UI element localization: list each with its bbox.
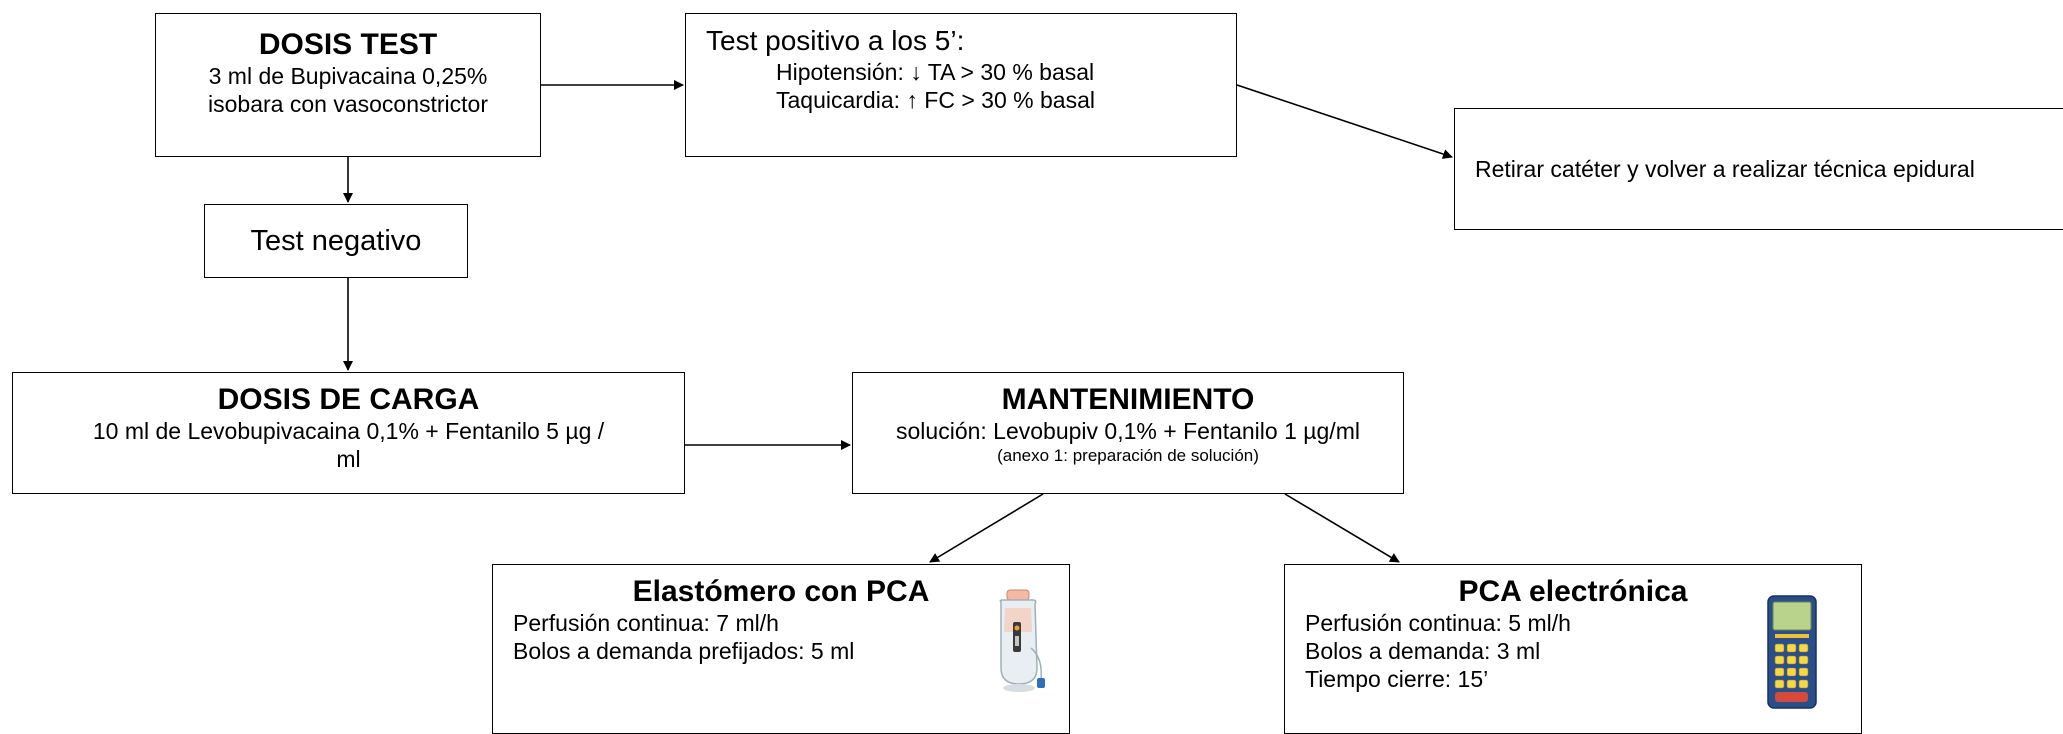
retirar-cateter-box: Retirar catéter y volver a realizar técn… <box>1454 108 2063 230</box>
pca-electronica-box: PCA electrónica Perfusión continua: 5 ml… <box>1284 564 1862 734</box>
test-positivo-line1: Hipotensión: ↓ TA > 30 % basal <box>776 59 1095 85</box>
dosis-test-box: DOSIS TEST 3 ml de Bupivacaina 0,25% iso… <box>155 13 541 157</box>
pca-electronica-line2: Bolos a demanda: 3 ml <box>1305 638 1541 664</box>
mantenimiento-line2: (anexo 1: preparación de solución) <box>997 446 1259 465</box>
pca-electronica-line1: Perfusión continua: 5 ml/h <box>1305 610 1571 636</box>
pca-electronica-title: PCA electrónica <box>1458 575 1688 608</box>
arrow-positivo-to-retirar <box>1236 84 1453 159</box>
arrow-mantenimiento-to-pca <box>1284 493 1400 563</box>
arrow-mantenimiento-to-elastomero <box>929 493 1044 563</box>
test-positivo-box: Test positivo a los 5’: Hipotensión: ↓ T… <box>685 13 1237 157</box>
dosis-test-line2: isobara con vasoconstrictor <box>208 91 488 117</box>
elastomero-line2: Bolos a demanda prefijados: 5 ml <box>513 638 855 664</box>
mantenimiento-box: MANTENIMIENTO solución: Levobupiv 0,1% +… <box>852 372 1404 494</box>
elastomer-device-icon <box>999 589 1045 692</box>
dosis-carga-line2: ml <box>336 446 361 472</box>
dosis-carga-line1: 10 ml de Levobupivacaina 0,1% + Fentanil… <box>92 418 605 444</box>
dosis-test-title: DOSIS TEST <box>258 28 438 61</box>
dosis-test-line1: 3 ml de Bupivacaina 0,25% <box>208 63 488 89</box>
dosis-carga-box: DOSIS DE CARGA 10 ml de Levobupivacaina … <box>12 372 685 494</box>
test-positivo-title: Test positivo a los 5’: <box>706 25 965 56</box>
mantenimiento-title: MANTENIMIENTO <box>1001 383 1255 416</box>
elastomero-title: Elastómero con PCA <box>632 575 930 608</box>
test-positivo-line2: Taquicardia: ↑ FC > 30 % basal <box>776 87 1095 113</box>
elastomero-box: Elastómero con PCA Perfusión continua: 7… <box>492 564 1070 734</box>
pca-electronica-line3: Tiempo cierre: 15’ <box>1305 666 1489 692</box>
electronic-pca-pump-icon <box>1767 595 1817 709</box>
mantenimiento-line1: solución: Levobupiv 0,1% + Fentanilo 1 µ… <box>896 418 1360 444</box>
test-negativo-text: Test negativo <box>250 224 422 257</box>
retirar-text: Retirar catéter y volver a realizar técn… <box>1475 156 1975 182</box>
elastomero-line1: Perfusión continua: 7 ml/h <box>513 610 779 636</box>
test-negativo-box: Test negativo <box>204 204 468 278</box>
dosis-carga-title: DOSIS DE CARGA <box>217 383 480 416</box>
